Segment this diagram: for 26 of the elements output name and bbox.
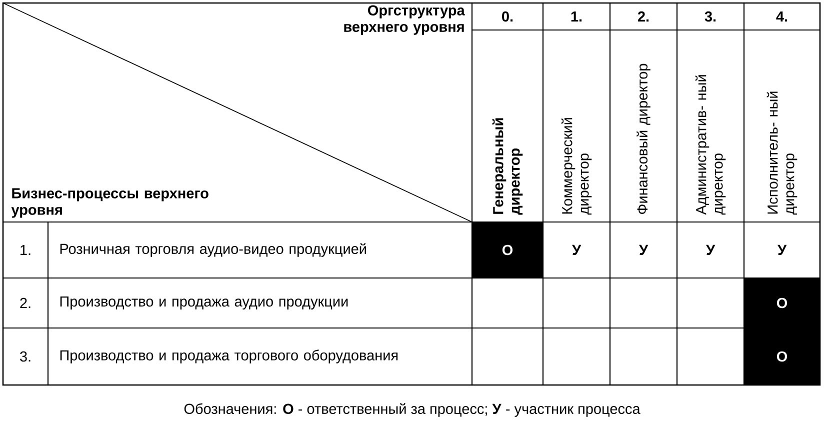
filled-cell: О [472,222,543,278]
process-name: Производство и продажа торгового оборудования [60,350,398,364]
column-header: Коммерческий директор [561,118,592,215]
filled-cell: О [744,328,820,385]
role-mark: У [706,244,716,256]
column-number: 4. [776,12,788,22]
row-group-header: Бизнес-процессы верхнего уровня [11,188,208,218]
column-group-header: Оргструктура верхнего уровня [344,5,465,35]
column-header: Исполнитель- ный директор [766,92,798,215]
column-number: 0. [502,11,513,22]
row-number: 1. [20,245,30,255]
process-name: Производство и продажа аудио продукции [60,296,348,310]
column-header: Генеральный директор [492,118,523,215]
filled-cell: О [744,278,820,328]
column-header: Финансовый директор [636,64,650,214]
column-header: Административ- ный директор [695,75,726,215]
process-name: Розничная торговля аудио-видео продукцией [60,243,366,257]
role-mark: У [777,244,787,256]
legend-note: Обозначения: О - ответственный за процесс; У - участник процесса [184,403,640,417]
column-number: 1. [571,12,582,22]
role-mark: У [572,244,582,256]
column-number: 3. [704,11,716,22]
role-mark: У [639,244,648,256]
column-number: 2. [638,11,649,22]
row-number: 2. [20,298,30,308]
row-number: 3. [20,351,30,362]
